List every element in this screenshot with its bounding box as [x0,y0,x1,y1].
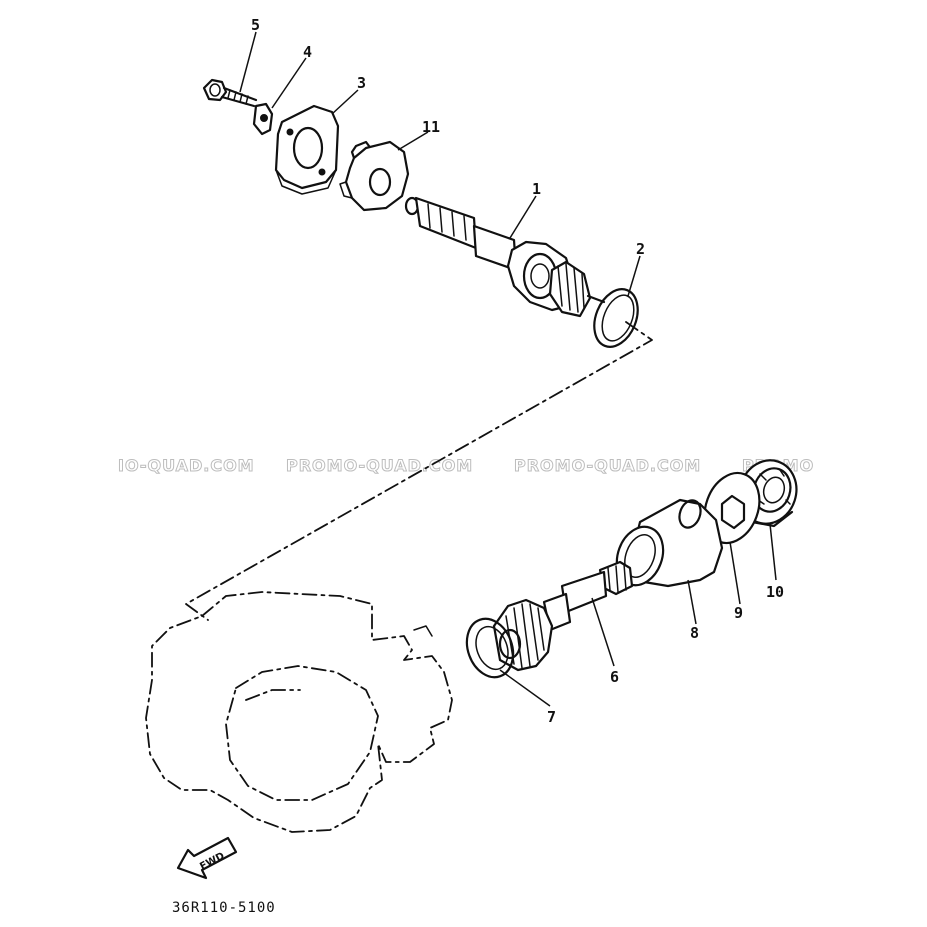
watermark-1: IO-QUAD.COM [118,456,255,475]
callout-10: 10 [766,583,784,601]
callout-3: 3 [357,74,366,92]
callout-9: 9 [734,604,743,622]
callout-5: 5 [251,16,260,34]
callout-lines [239,31,777,707]
callout-6: 6 [610,668,619,686]
watermark-group: IO-QUAD.COM PROMO-QUAD.COM PROMO-QUAD.CO… [118,456,814,476]
callout-7: 7 [547,708,556,726]
part-3-plate [274,104,340,195]
callout-11: 11 [422,118,440,136]
part-4-clip [252,102,274,136]
watermark-3: PROMO-QUAD.COM [514,456,701,475]
callout-labels: 1 2 3 4 5 6 7 8 9 10 11 [251,16,784,726]
callout-4: 4 [303,43,312,61]
callout-2: 2 [636,240,645,258]
part-6-shaft [492,560,634,672]
part-9-washer [703,471,761,545]
part-11-gear [339,140,410,212]
diagram-code: 36R110-5100 [172,900,276,916]
fwd-arrow-icon [176,836,238,880]
part-5-bolt [202,78,258,108]
part-2-circlip [593,288,639,348]
part-7-shim [465,617,515,679]
fwd-arrow: FWD [176,836,238,880]
crankcase-outline [145,591,453,833]
alignment-leader [185,321,653,621]
part-1-shaft [404,196,606,318]
callout-8: 8 [690,624,699,642]
callout-1: 1 [532,180,541,198]
watermark-2: PROMO-QUAD.COM [286,456,473,475]
